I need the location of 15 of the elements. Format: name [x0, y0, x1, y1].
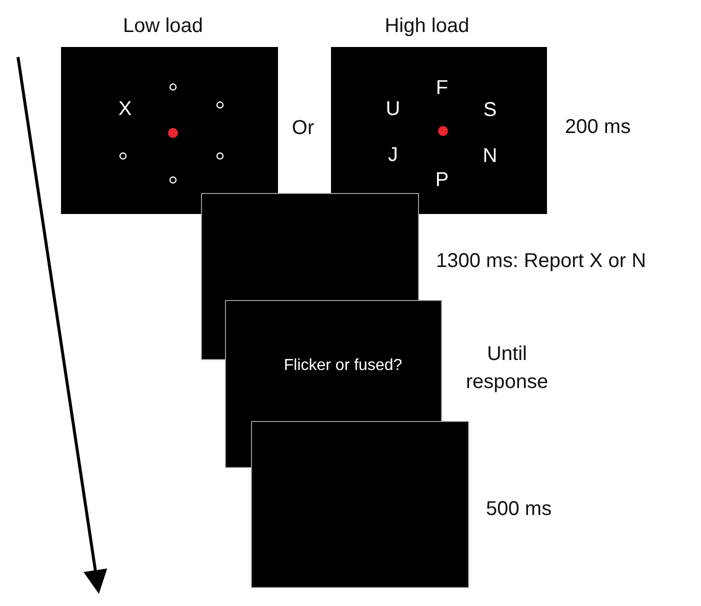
- stimulus-letter: F: [436, 78, 448, 98]
- connector-word: Or: [292, 118, 314, 138]
- duration-label: 500 ms: [486, 497, 552, 522]
- heading: Low load: [122, 16, 204, 36]
- heading: High load: [384, 16, 470, 36]
- stimulus-letter: X: [118, 99, 132, 119]
- stimulus-letter: U: [386, 99, 400, 119]
- duration-label: Until response: [464, 342, 550, 395]
- stimulus-letter: J: [388, 145, 398, 165]
- duration-label: 200 ms: [565, 115, 631, 140]
- stimulus-letter: P: [435, 170, 449, 190]
- duration-label: 1300 ms: Report X or N: [436, 249, 646, 274]
- stimulus-letter: N: [482, 146, 498, 166]
- stimulus-letter: S: [483, 100, 497, 120]
- prompt-text: Flicker or fused?: [284, 358, 402, 374]
